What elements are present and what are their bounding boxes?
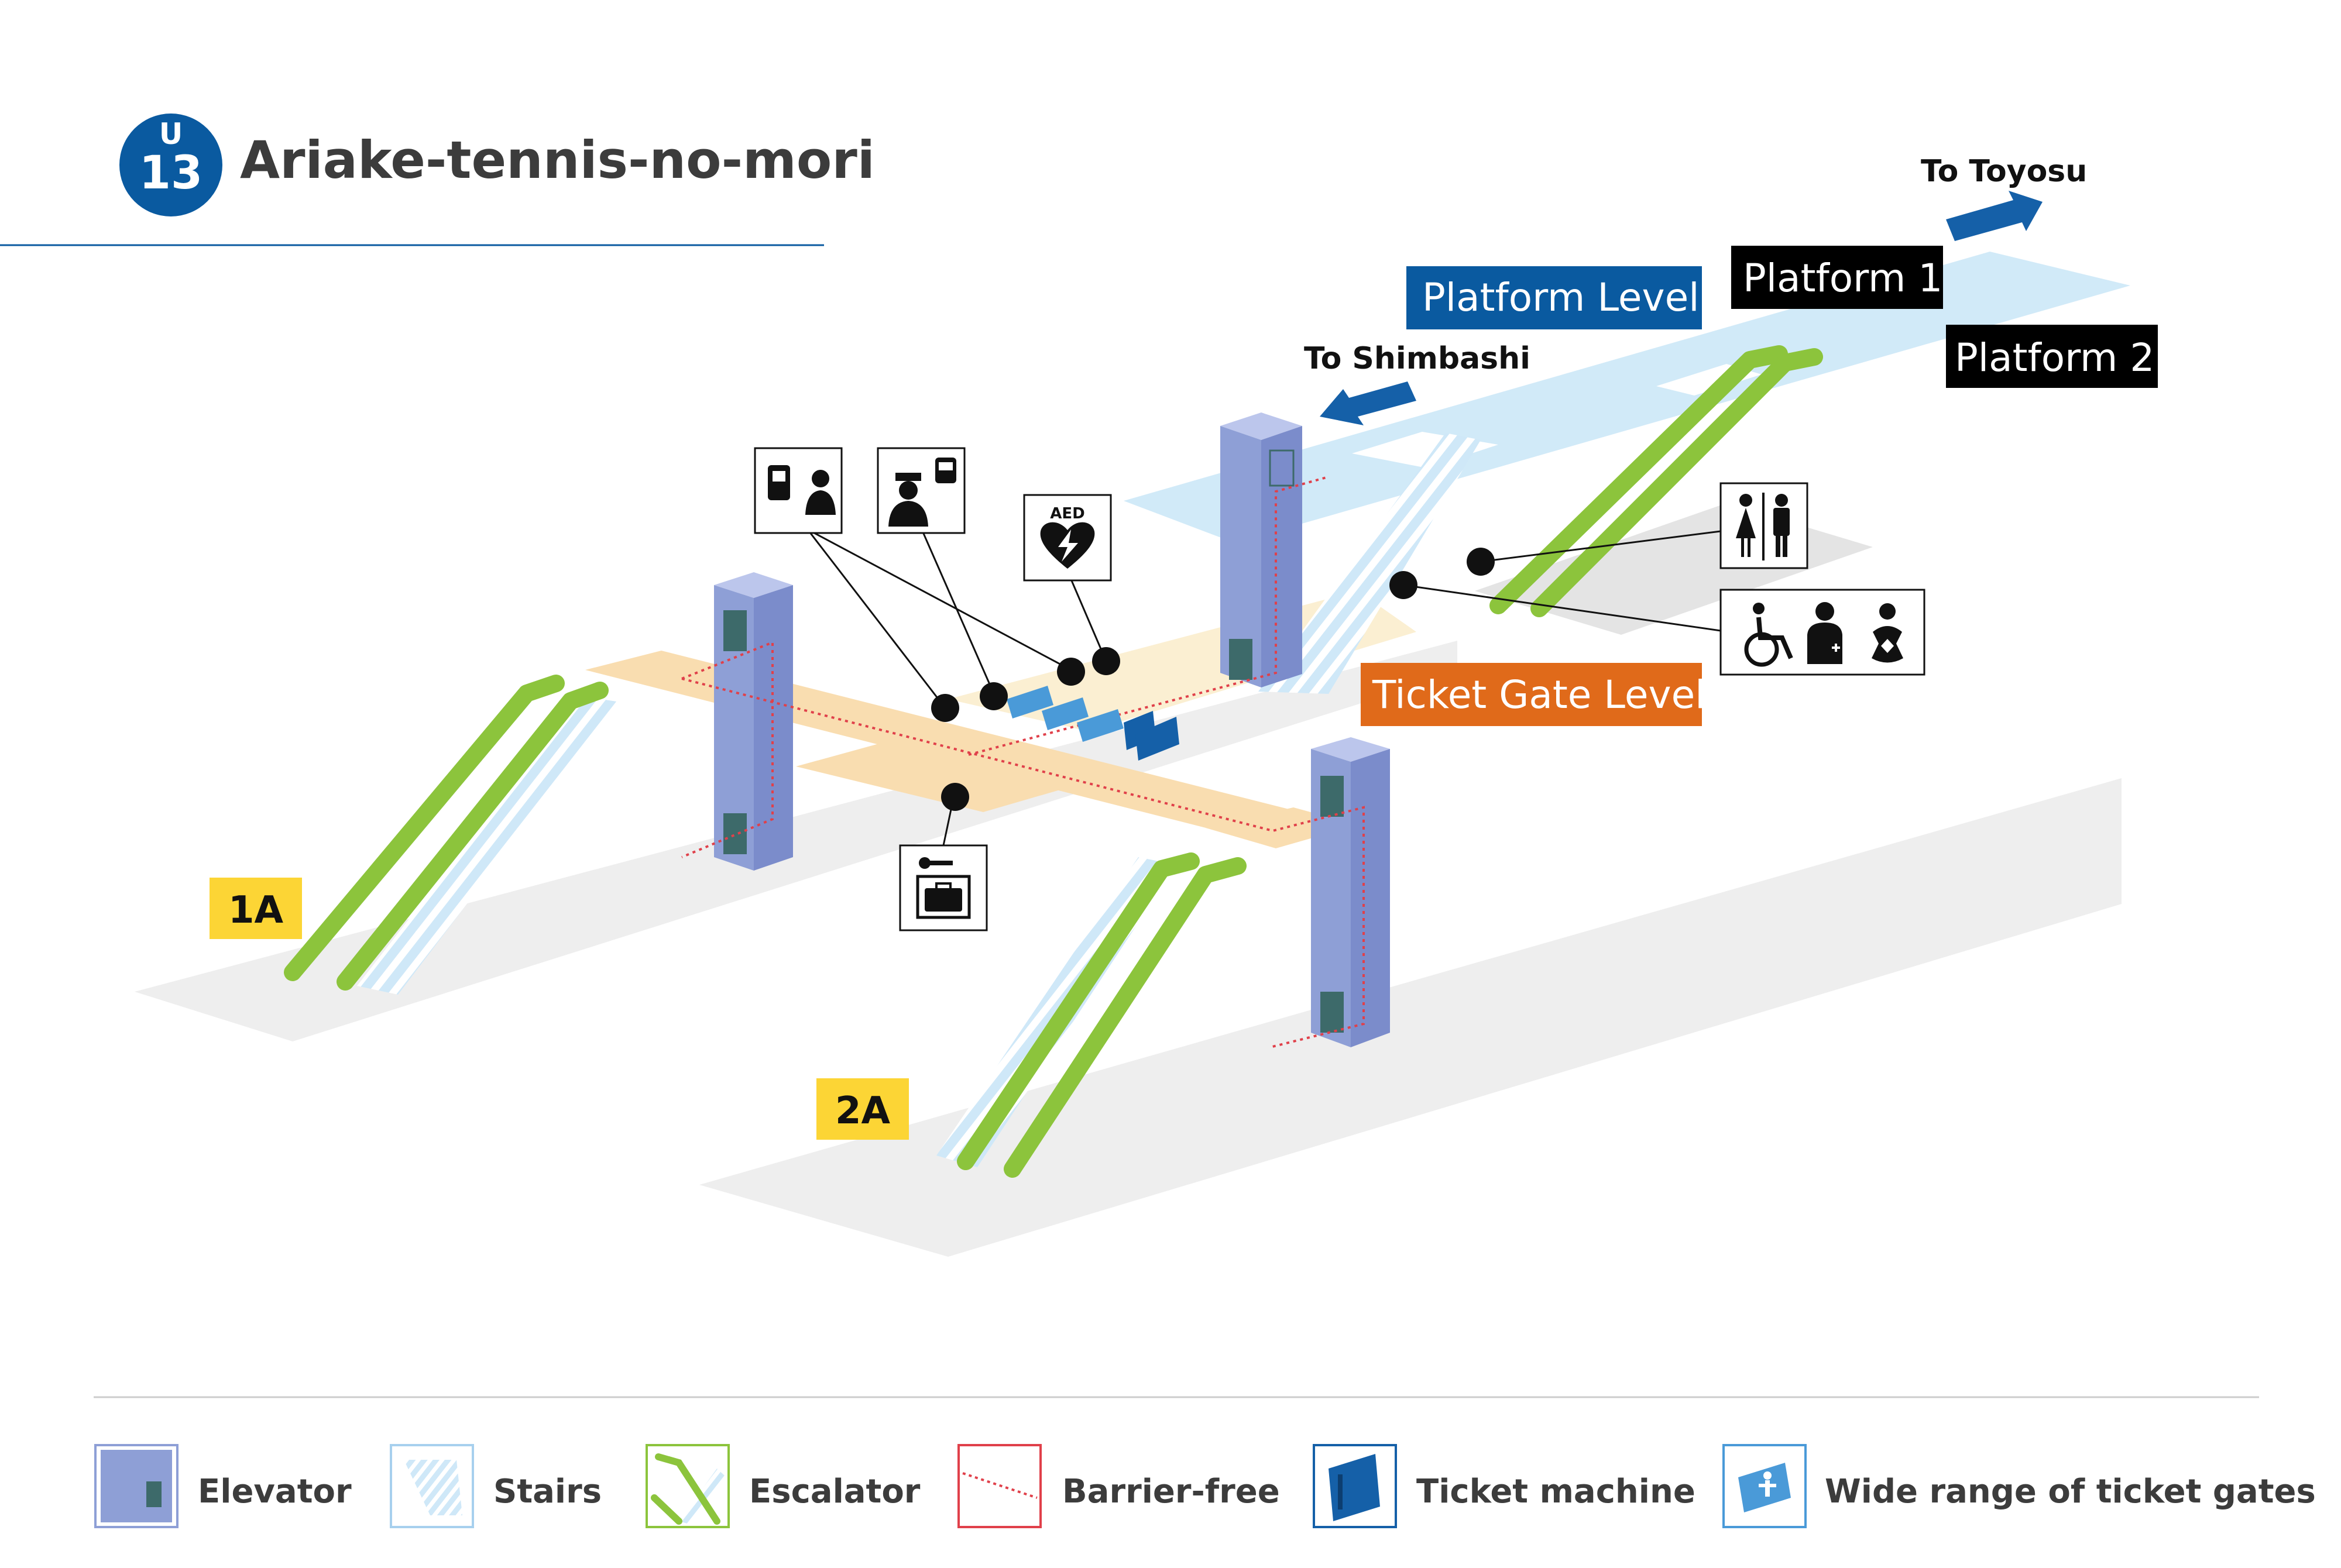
to-shimbashi-label: To Shimbashi bbox=[1304, 341, 1530, 376]
wheelchair-icon bbox=[1744, 603, 1793, 667]
elevator-exit-1a bbox=[714, 572, 793, 871]
line-letter: U bbox=[159, 117, 183, 151]
legend-item-ticket-machine: Ticket machine bbox=[1313, 1444, 1695, 1528]
svg-text:Platform 1: Platform 1 bbox=[1743, 256, 1942, 301]
escalator-exit-1a bbox=[284, 675, 609, 991]
svg-text:Platform 2: Platform 2 bbox=[1955, 335, 2154, 380]
platform-level-slab bbox=[1124, 252, 2130, 543]
station-staff-icon bbox=[877, 447, 966, 534]
station-name: Ariake-tennis-no-mori bbox=[240, 130, 875, 190]
barrier-free-route bbox=[681, 476, 1365, 1048]
aed-label: AED bbox=[1050, 505, 1084, 522]
svg-text:Platform Level: Platform Level bbox=[1422, 275, 1700, 320]
legend-item-stairs: Stairs bbox=[390, 1444, 602, 1528]
direction-to-toyosu: To Toyosu bbox=[1921, 154, 2087, 241]
escalator-icon bbox=[651, 1453, 720, 1525]
platform-2-label: Platform 2 bbox=[1946, 325, 2158, 388]
ostomate-icon bbox=[1807, 602, 1842, 664]
coin-locker-icon bbox=[899, 844, 988, 931]
ticket-gate-level-label: Ticket Gate Level bbox=[1361, 663, 1706, 726]
aed-icon: AED bbox=[1023, 494, 1112, 582]
svg-text:Elevator: Elevator bbox=[198, 1473, 352, 1511]
stairs-exit-1a bbox=[357, 696, 620, 995]
svg-text:Wide range of ticket gates: Wide range of ticket gates bbox=[1825, 1473, 2316, 1511]
platform-level-label: Platform Level bbox=[1406, 266, 1702, 329]
callout-dots bbox=[931, 548, 1495, 811]
svg-text:1A: 1A bbox=[228, 889, 284, 932]
ticket-office-icon bbox=[754, 447, 843, 534]
svg-text:Ticket Gate Level: Ticket Gate Level bbox=[1372, 672, 1706, 717]
elevator-platform bbox=[1220, 412, 1302, 687]
wide-ticket-gates bbox=[1007, 686, 1124, 742]
legend-item-barrier-free: Barrier-free bbox=[957, 1444, 1280, 1528]
svg-text:Barrier-free: Barrier-free bbox=[1062, 1473, 1280, 1511]
baby-changing-icon bbox=[1872, 603, 1903, 663]
svg-text:2A: 2A bbox=[835, 1089, 891, 1133]
concourse-cross bbox=[796, 734, 1100, 812]
arrow-right-icon bbox=[1946, 191, 2043, 241]
accessible-facilities-icon bbox=[1719, 589, 1925, 676]
wide-ticket-gate-icon bbox=[1738, 1463, 1791, 1512]
escalator-platform bbox=[1489, 345, 1823, 617]
svg-text:Escalator: Escalator bbox=[749, 1473, 921, 1511]
station-number-badge bbox=[119, 114, 222, 216]
svg-text:Stairs: Stairs bbox=[493, 1473, 602, 1511]
restroom-icon bbox=[1719, 482, 1808, 569]
exit-1a-label: 1A bbox=[210, 878, 302, 939]
ticket-machines bbox=[1124, 711, 1179, 761]
stairs-platform bbox=[1258, 433, 1481, 694]
legend-item-wide-ticket-gates: Wide range of ticket gates bbox=[1722, 1444, 2316, 1528]
arrow-left-icon bbox=[1320, 381, 1416, 425]
direction-to-shimbashi: To Shimbashi bbox=[1304, 341, 1530, 425]
ground-slab-2a bbox=[699, 778, 2122, 1257]
legend-item-escalator: Escalator bbox=[646, 1444, 921, 1528]
platform-1-label: Platform 1 bbox=[1731, 246, 1943, 309]
escalator-exit-2a bbox=[957, 852, 1247, 1178]
svg-text:Ticket machine: Ticket machine bbox=[1416, 1473, 1695, 1511]
station-number: 13 bbox=[139, 147, 203, 200]
station-header: U 13 Ariake-tennis-no-mori bbox=[0, 114, 875, 246]
stairs-icon bbox=[404, 1460, 462, 1515]
exit-2a-label: 2A bbox=[816, 1078, 909, 1140]
callout-lines bbox=[806, 528, 1721, 846]
barrier-free-route-icon bbox=[962, 1472, 1038, 1499]
legend-item-elevator: Elevator bbox=[94, 1444, 352, 1528]
to-toyosu-label: To Toyosu bbox=[1921, 154, 2087, 189]
elevator-exit-2a bbox=[1311, 737, 1390, 1047]
